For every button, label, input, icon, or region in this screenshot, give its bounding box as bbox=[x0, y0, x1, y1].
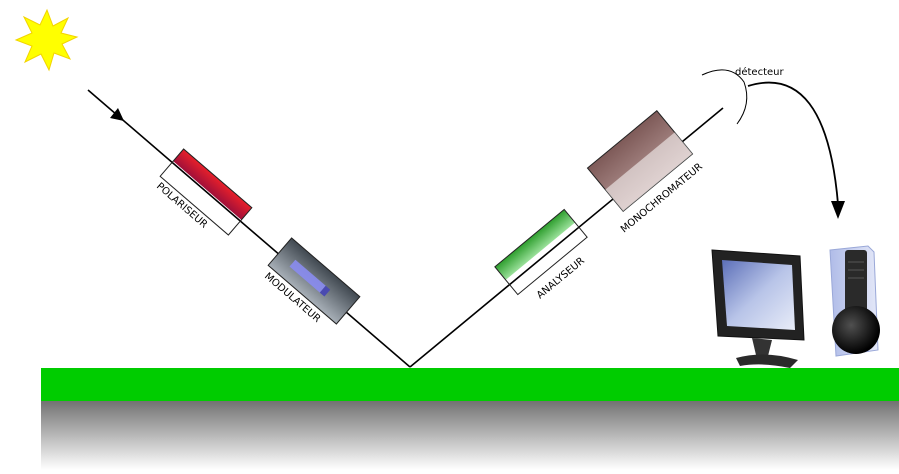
substrate bbox=[41, 400, 899, 470]
polariser bbox=[159, 148, 253, 236]
modulator bbox=[267, 237, 361, 325]
signal-arrow bbox=[747, 81, 839, 205]
computer-icon bbox=[711, 245, 880, 368]
sun-icon bbox=[14, 8, 79, 72]
polariser-label: POLARISEUR bbox=[154, 181, 209, 231]
sample-layer bbox=[41, 368, 899, 401]
modulator-crystal bbox=[289, 259, 326, 293]
analyser bbox=[494, 208, 588, 296]
detector bbox=[701, 69, 748, 125]
monochromator bbox=[586, 110, 694, 212]
analyser-label: ANALYSEUR bbox=[535, 256, 587, 302]
detector-label: détecteur bbox=[735, 66, 784, 78]
signal-arrowhead-icon bbox=[831, 201, 845, 219]
beam-arrow-icon bbox=[110, 108, 124, 121]
